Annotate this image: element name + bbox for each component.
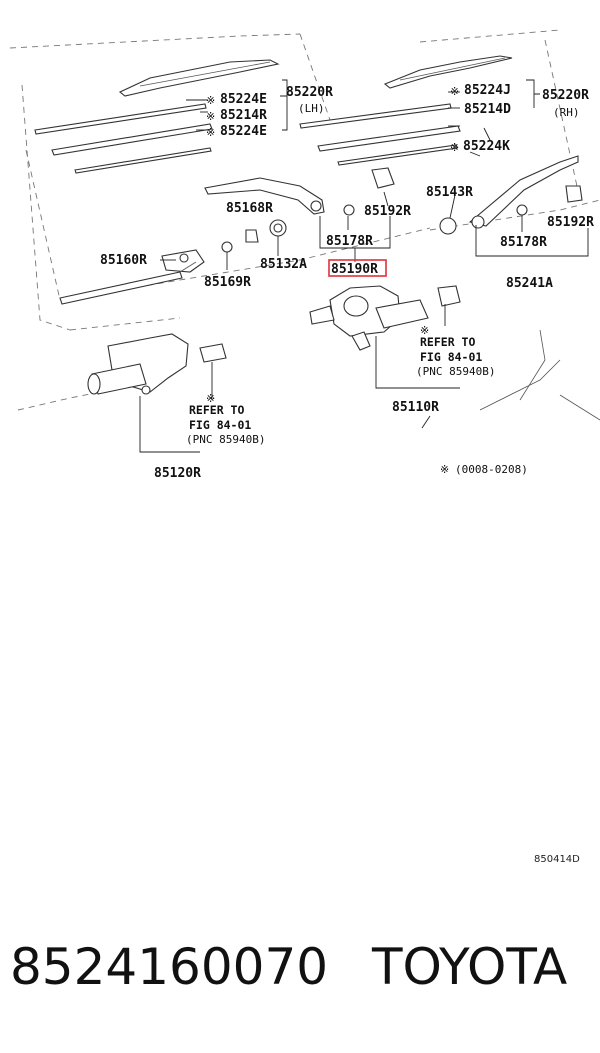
label-85168R[interactable]: 85168R (226, 201, 273, 216)
footer: 8524160070 TOYOTA (0, 930, 600, 1020)
fasteners (221, 167, 583, 253)
label-85192R-b[interactable]: 85192R (547, 215, 594, 230)
refer-right-line2: FIG 84-01 (420, 350, 482, 364)
label-85214D[interactable]: 85214D (464, 102, 511, 117)
label-85190R[interactable]: 85190R (331, 262, 378, 277)
part-labels: ※ 85224E ※ 85214R ※ 85224E 85220R (LH) ※… (100, 83, 594, 865)
applicability-note: (0008-0208) (455, 463, 528, 476)
label-rh: (RH) (553, 106, 580, 119)
label-85169R[interactable]: 85169R (204, 275, 251, 290)
label-85143R[interactable]: 85143R (426, 185, 473, 200)
left-wiper-arm (204, 177, 325, 215)
right-wiper-blade (299, 55, 513, 166)
left-wiper-motor (87, 333, 227, 395)
refer-left-line2: FIG 84-01 (189, 418, 251, 432)
label-85220R-rh[interactable]: 85220R (542, 88, 589, 103)
label-85220R-lh[interactable]: 85220R (286, 85, 333, 100)
label-85214R[interactable]: 85214R (220, 108, 267, 123)
label-85224E-b[interactable]: 85224E (220, 124, 267, 139)
refer-right-line3: (PNC 85940B) (416, 365, 495, 378)
label-85110R[interactable]: 85110R (392, 400, 439, 415)
wiper-linkage (59, 249, 205, 305)
svg-text:※: ※ (450, 141, 459, 154)
label-85178R-a[interactable]: 85178R (326, 234, 373, 249)
svg-text:※: ※ (450, 85, 459, 98)
left-wiper-blade (34, 59, 280, 174)
label-85224K[interactable]: 85224K (463, 139, 510, 154)
label-lh: (LH) (298, 102, 325, 115)
drawing-code: 850414D (534, 854, 580, 865)
refer-left-line3: (PNC 85940B) (186, 433, 265, 446)
label-85241A[interactable]: 85241A (506, 276, 553, 291)
note-mark: ※ (440, 463, 449, 476)
right-wiper-motor (309, 285, 461, 351)
label-85160R[interactable]: 85160R (100, 253, 147, 268)
label-85132A[interactable]: 85132A (260, 257, 307, 272)
leader-lines (139, 79, 589, 453)
svg-text:※: ※ (206, 94, 215, 107)
right-wiper-arm (468, 155, 579, 229)
label-85224J[interactable]: 85224J (464, 83, 511, 98)
refer-left-line1: REFER TO (189, 403, 244, 417)
part-number: 8524160070 (10, 938, 329, 996)
label-85224E-a[interactable]: 85224E (220, 92, 267, 107)
label-85178R-b[interactable]: 85178R (500, 235, 547, 250)
svg-text:※: ※ (206, 392, 215, 405)
svg-text:※: ※ (420, 324, 429, 337)
refer-right-line1: REFER TO (420, 335, 475, 349)
label-85120R[interactable]: 85120R (154, 466, 201, 481)
svg-text:※: ※ (206, 110, 215, 123)
brand-name: TOYOTA (372, 938, 568, 996)
highlight-box (328, 259, 387, 277)
svg-text:※: ※ (206, 126, 215, 139)
label-85192R-a[interactable]: 85192R (364, 204, 411, 219)
